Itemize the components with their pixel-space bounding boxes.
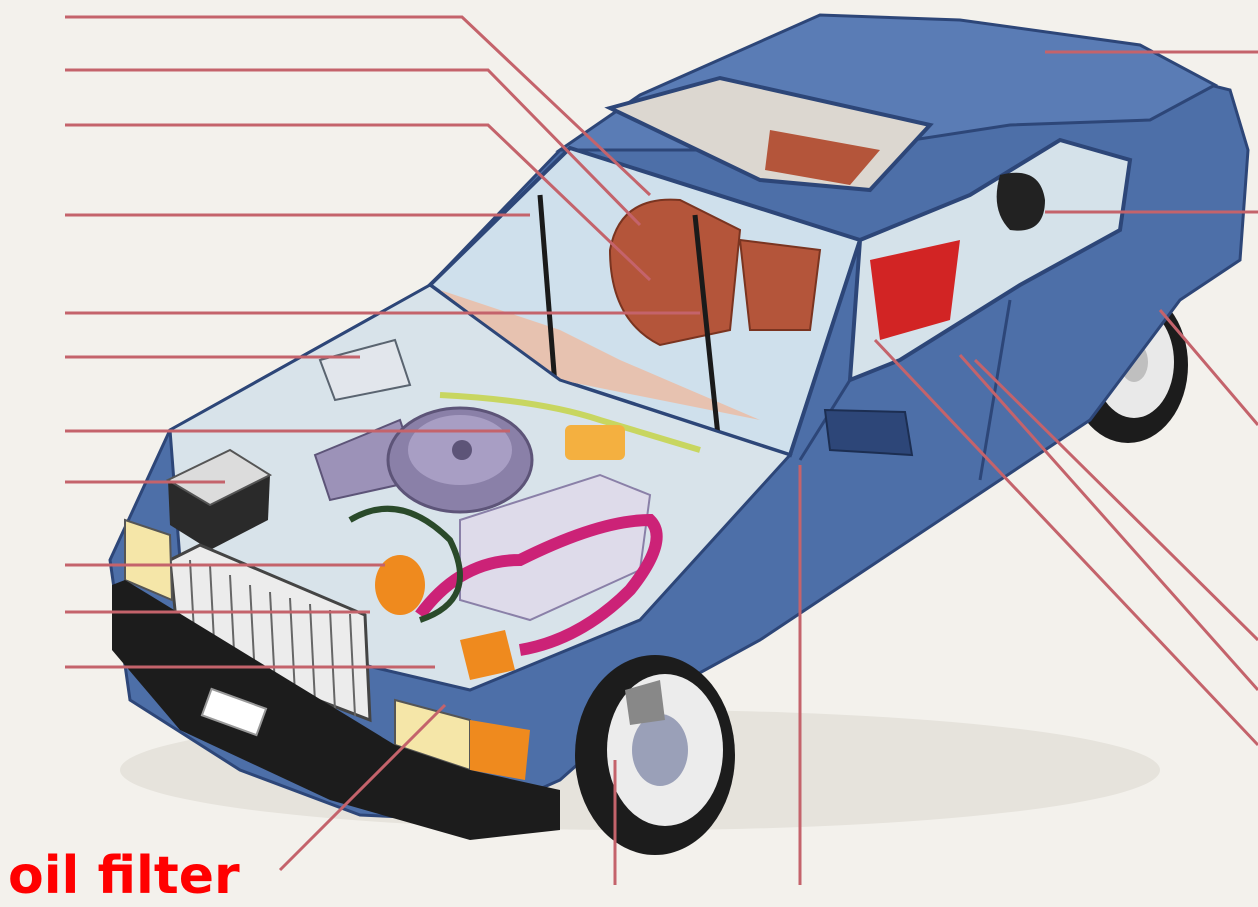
front-wheel [575, 655, 735, 855]
side-mirror [825, 410, 912, 455]
oil-filter-label: oil filter [8, 846, 240, 906]
